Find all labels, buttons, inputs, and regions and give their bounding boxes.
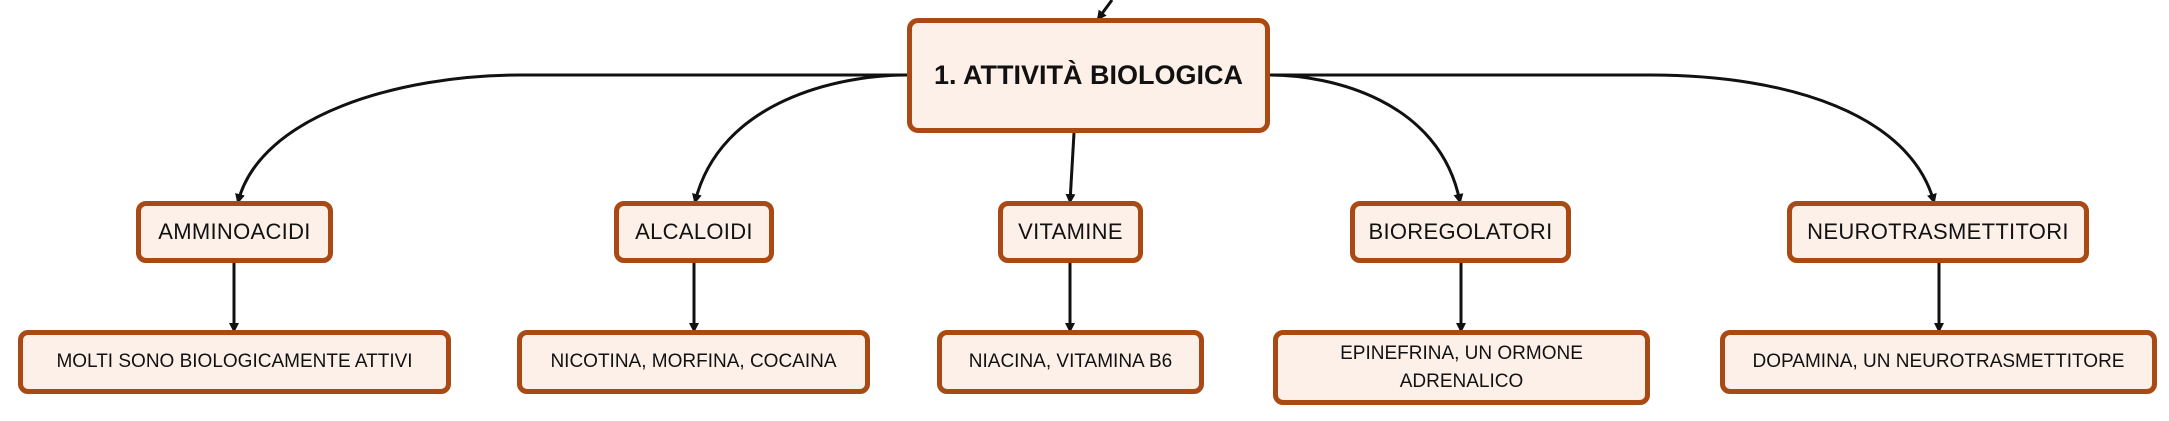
- detail-alcaloidi[interactable]: NICOTINA, MORFINA, COCAINA: [517, 330, 870, 394]
- node-amminoacidi-label: AMMINOACIDI: [158, 219, 311, 244]
- edge-root-vitamine: [1065, 132, 1076, 204]
- detail-amminoacidi-label: MOLTI SONO BIOLOGICAMENTE ATTIVI: [56, 351, 413, 372]
- detail-neurotrasmettitori[interactable]: DOPAMINA, UN NEUROTRASMETTITORE: [1720, 330, 2157, 394]
- detail-alcaloidi-label: NICOTINA, MORFINA, COCAINA: [550, 351, 837, 372]
- node-neurotrasmettitori-label: NEUROTRASMETTITORI: [1807, 219, 2069, 244]
- root-node-label: 1. ATTIVITÀ BIOLOGICA: [934, 60, 1243, 90]
- edge-root-neurotrasmettitori: [1270, 73, 1937, 204]
- detail-vitamine[interactable]: NIACINA, VITAMINA B6: [937, 330, 1204, 394]
- node-vitamine[interactable]: VITAMINE: [998, 201, 1143, 263]
- edge-incoming-root: [1096, 0, 1114, 21]
- node-vitamine-label: VITAMINE: [1018, 219, 1123, 244]
- root-node[interactable]: 1. ATTIVITÀ BIOLOGICA: [907, 18, 1270, 133]
- node-amminoacidi[interactable]: AMMINOACIDI: [136, 201, 333, 263]
- node-bioregolatori-label: BIOREGOLATORI: [1368, 219, 1553, 244]
- detail-neurotrasmettitori-label: DOPAMINA, UN NEUROTRASMETTITORE: [1752, 351, 2125, 372]
- edge-root-alcaloidi: [692, 73, 908, 204]
- detail-bioregolatori[interactable]: EPINEFRINA, UN ORMONE ADRENALICO: [1273, 330, 1650, 405]
- edge-root-amminoacidi: [235, 73, 907, 204]
- detail-amminoacidi[interactable]: MOLTI SONO BIOLOGICAMENTE ATTIVI: [18, 330, 451, 394]
- detail-bioregolatori-label: EPINEFRINA, UN ORMONE ADRENALICO: [1340, 342, 1583, 392]
- detail-vitamine-label: NIACINA, VITAMINA B6: [968, 351, 1173, 372]
- node-alcaloidi[interactable]: ALCALOIDI: [614, 201, 774, 263]
- node-bioregolatori[interactable]: BIOREGOLATORI: [1350, 201, 1571, 263]
- node-neurotrasmettitori[interactable]: NEUROTRASMETTITORI: [1787, 201, 2089, 263]
- edge-root-bioregolatori: [1269, 73, 1464, 204]
- node-alcaloidi-label: ALCALOIDI: [635, 219, 753, 244]
